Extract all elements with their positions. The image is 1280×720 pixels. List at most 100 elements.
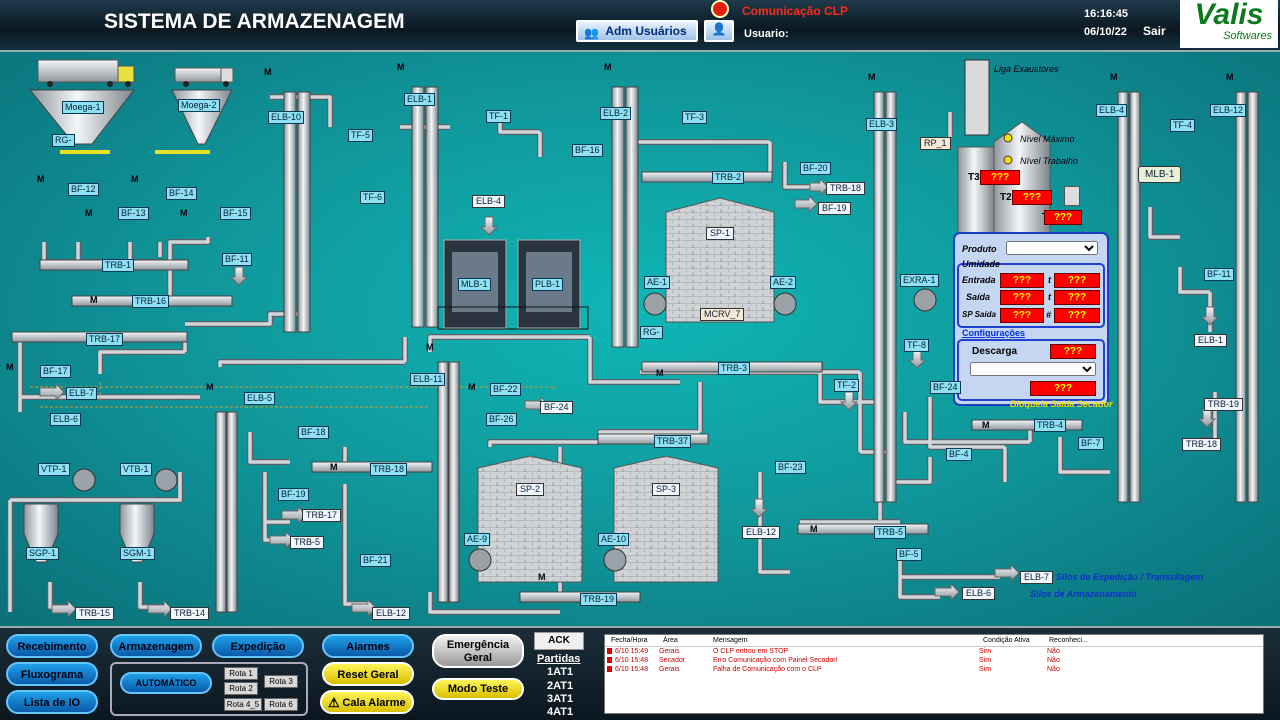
nav-expedicao-button[interactable]: Expedição [212,634,304,658]
tag-bf-23[interactable]: BF-23 [775,461,806,474]
tag-elb-2[interactable]: ELB-2 [600,107,632,120]
tag-trb-16[interactable]: TRB-16 [132,295,170,308]
tag-elb-6-right[interactable]: ELB-6 [962,587,996,600]
tag-tf-4[interactable]: TF-4 [1170,119,1195,132]
tag-trb-18-far-right[interactable]: TRB-18 [1182,438,1222,451]
tag-bf-26[interactable]: BF-26 [486,413,517,426]
tag-bf-22[interactable]: BF-22 [490,383,521,396]
tag-bf-12[interactable]: BF-12 [68,183,99,196]
reset-geral-button[interactable]: Reset Geral [322,662,414,686]
tag-ae-1[interactable]: AE-1 [644,276,671,289]
tag-trb-19-bottom[interactable]: TRB-19 [580,593,618,606]
automatico-button[interactable]: AUTOMÁTICO [120,672,212,694]
tag-elb-6-left[interactable]: ELB-6 [50,413,82,426]
tag-bf-11-left[interactable]: BF-11 [222,253,252,266]
tag-trb-2[interactable]: TRB-2 [712,171,745,184]
tag-elb-1-right[interactable]: ELB-1 [1194,334,1228,347]
alarm-row[interactable]: 6/10 15:48 Secador Erro Comunicação com … [605,656,1263,665]
tag-bf-15[interactable]: BF-15 [220,207,251,220]
tag-bf-14[interactable]: BF-14 [166,187,197,200]
cala-alarme-button[interactable]: ⚠Cala Alarme [320,690,414,714]
tag-tf-2[interactable]: TF-2 [834,379,859,392]
tag-elb-10[interactable]: ELB-10 [268,111,305,124]
tag-bf-20[interactable]: BF-20 [800,162,831,175]
tag-elb-7-left[interactable]: ELB-7 [66,387,98,400]
tag-bf-21[interactable]: BF-21 [360,554,391,567]
tag-elb-12-mid[interactable]: ELB-12 [742,526,781,539]
tag-ae-2[interactable]: AE-2 [770,276,797,289]
tag-moega-1[interactable]: Moega-1 [62,101,104,114]
tag-rg-1[interactable]: RG- [52,134,75,147]
label-liga-exaustores[interactable]: Liga Exaustores [994,64,1059,74]
tag-moega-2[interactable]: Moega-2 [178,99,220,112]
nav-lista-io-button[interactable]: Lista de IO [6,690,98,714]
tag-trb-17-left[interactable]: TRB-17 [86,333,124,346]
nav-fluxograma-button[interactable]: Fluxograma [6,662,98,686]
tag-sgm-1[interactable]: SGM-1 [120,547,155,560]
tag-mcrv-7[interactable]: MCRV_7 [700,308,745,321]
tag-rg-2[interactable]: RG- [640,326,663,339]
user-login-button[interactable]: 👤 [704,20,734,42]
tag-trb-3[interactable]: TRB-3 [718,362,751,375]
tag-trb-1[interactable]: TRB-1 [102,259,135,272]
tag-trb-18-right[interactable]: TRB-18 [826,182,866,195]
tag-bf-5[interactable]: BF-5 [896,548,922,561]
descarga-value-2[interactable]: ??? [1030,381,1096,396]
nav-alarmes-button[interactable]: Alarmes [322,634,414,658]
tag-mlb-1[interactable]: MLB-1 [458,278,491,291]
tag-bf-19-left[interactable]: BF-19 [278,488,309,501]
adm-users-button[interactable]: 👥Adm Usuários [576,20,698,42]
tag-elb-12-right[interactable]: ELB-12 [1210,104,1247,117]
tag-elb-4-mid[interactable]: ELB-4 [472,195,506,208]
tag-bf-7[interactable]: BF-7 [1078,437,1104,450]
tag-bf-24-mid[interactable]: BF-24 [540,401,573,414]
tag-elb-1[interactable]: ELB-1 [404,93,436,106]
rota-2-button[interactable]: Rota 2 [224,682,258,695]
tag-trb-15[interactable]: TRB-15 [75,607,115,620]
tag-elb-4-right[interactable]: ELB-4 [1096,104,1128,117]
tag-vtb-1[interactable]: VTB-1 [120,463,152,476]
alarm-table[interactable]: Fecha/Hora Área Mensagem Condição Ativa … [604,634,1264,714]
tag-tf-3[interactable]: TF-3 [682,111,707,124]
tag-elb-3[interactable]: ELB-3 [866,118,898,131]
produto-select[interactable] [1006,241,1098,255]
tag-sp-2[interactable]: SP-2 [516,483,545,496]
tag-plb-1[interactable]: PLB-1 [532,278,564,291]
tag-trb-4[interactable]: TRB-4 [1034,419,1067,432]
tag-tf-8[interactable]: TF-8 [904,339,929,352]
rota-3-button[interactable]: Rota 3 [264,675,298,688]
tag-tf-5[interactable]: TF-5 [348,129,373,142]
rota-6-button[interactable]: Rota 6 [264,698,298,711]
sp-hash-value[interactable]: ??? [1054,308,1100,323]
tag-tf-6[interactable]: TF-6 [360,191,385,204]
tag-elb-7-right[interactable]: ELB-7 [1020,571,1054,584]
descarga-value[interactable]: ??? [1050,344,1096,359]
exit-button[interactable]: Sair [1143,24,1166,38]
tag-trb-19-right[interactable]: TRB-19 [1204,398,1244,411]
tag-ae-10[interactable]: AE-10 [598,533,630,546]
tag-elb-11[interactable]: ELB-11 [410,373,446,386]
tag-trb-14[interactable]: TRB-14 [170,607,210,620]
tag-bf-19-right[interactable]: BF-19 [818,202,851,215]
tag-trb-17-mid[interactable]: TRB-17 [302,509,342,522]
sp-saida-value[interactable]: ??? [1000,308,1044,323]
rota-4-5-button[interactable]: Rota 4_5 [224,698,262,711]
tag-rp-1[interactable]: RP_1 [920,137,951,150]
saida-value[interactable]: ??? [1000,290,1044,305]
alarm-row[interactable]: 6/10 15:49 Gerais O CLP entrou em STOP S… [605,647,1263,656]
entrada-temp-value[interactable]: ??? [1054,273,1100,288]
ack-button[interactable]: ACK [534,632,584,650]
link-configuracoes[interactable]: Configurações [962,328,1026,338]
descarga-select[interactable] [970,362,1096,376]
tag-mlb-1-right[interactable]: MLB-1 [1138,166,1182,183]
alarm-row[interactable]: 6/10 15:48 Gerais Falha de Comunicação c… [605,665,1263,674]
tag-bf-4[interactable]: BF-4 [946,448,972,461]
tag-bf-18[interactable]: BF-18 [298,426,329,439]
tag-bf-24-right[interactable]: BF-24 [930,381,961,394]
tag-trb-18-mid[interactable]: TRB-18 [370,463,408,476]
modo-teste-button[interactable]: Modo Teste [432,678,524,700]
tag-bf-17[interactable]: BF-17 [40,365,71,378]
tag-trb-37[interactable]: TRB-37 [654,435,692,448]
tag-bf-16[interactable]: BF-16 [572,144,603,157]
